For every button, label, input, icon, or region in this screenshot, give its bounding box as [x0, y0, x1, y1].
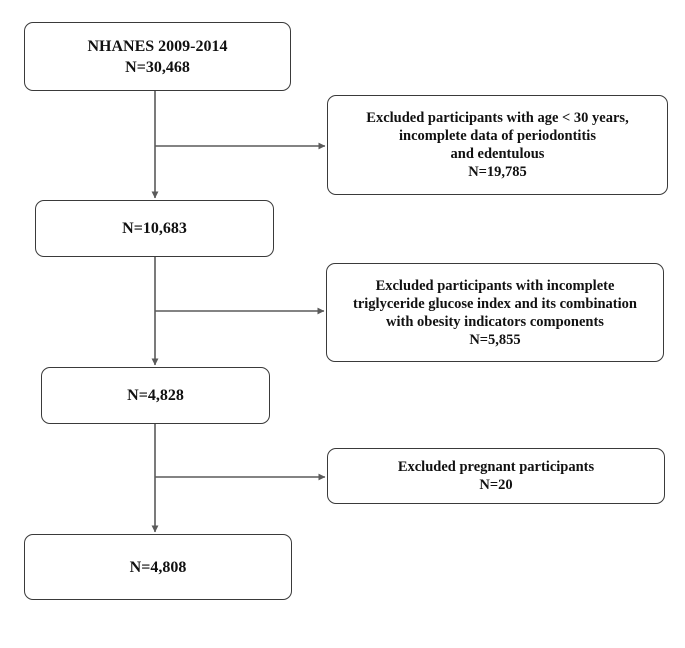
step2-box-count: N=4,828	[127, 387, 184, 404]
step1-box-count: N=10,683	[122, 220, 187, 237]
exclusion2-count: N=5,855	[469, 331, 521, 348]
exclusion2-box: Excluded participants with incomplete tr…	[326, 263, 664, 362]
exclusion1-line-3: and edentulous	[450, 146, 545, 162]
exclusion1-line-1: Excluded participants with age < 30 year…	[366, 110, 629, 126]
exclusion3-count: N=20	[479, 477, 513, 493]
final-box: N=4,808	[24, 534, 292, 600]
exclusion3-line-1: Excluded pregnant participants	[397, 459, 595, 475]
start-box: NHANES 2009-2014 N=30,468	[24, 22, 291, 91]
exclusion1-count: N=19,785	[468, 164, 527, 180]
exclusion2-line-1: Excluded participants with incomplete	[375, 277, 615, 294]
start-box-count: N=30,468	[125, 58, 190, 76]
exclusion2-line-2: triglyceride glucose index and its combi…	[353, 295, 637, 312]
start-box-title: NHANES 2009-2014	[87, 37, 228, 55]
exclusion1-line-2: incomplete data of periodontitis	[399, 128, 596, 144]
exclusion2-line-3: with obesity indicators components	[386, 313, 604, 330]
step1-box: N=10,683	[35, 200, 274, 257]
step2-box: N=4,828	[41, 367, 270, 424]
final-box-count: N=4,808	[129, 558, 187, 576]
exclusion1-box: Excluded participants with age < 30 year…	[327, 95, 668, 195]
exclusion3-box: Excluded pregnant participants N=20	[327, 448, 665, 504]
